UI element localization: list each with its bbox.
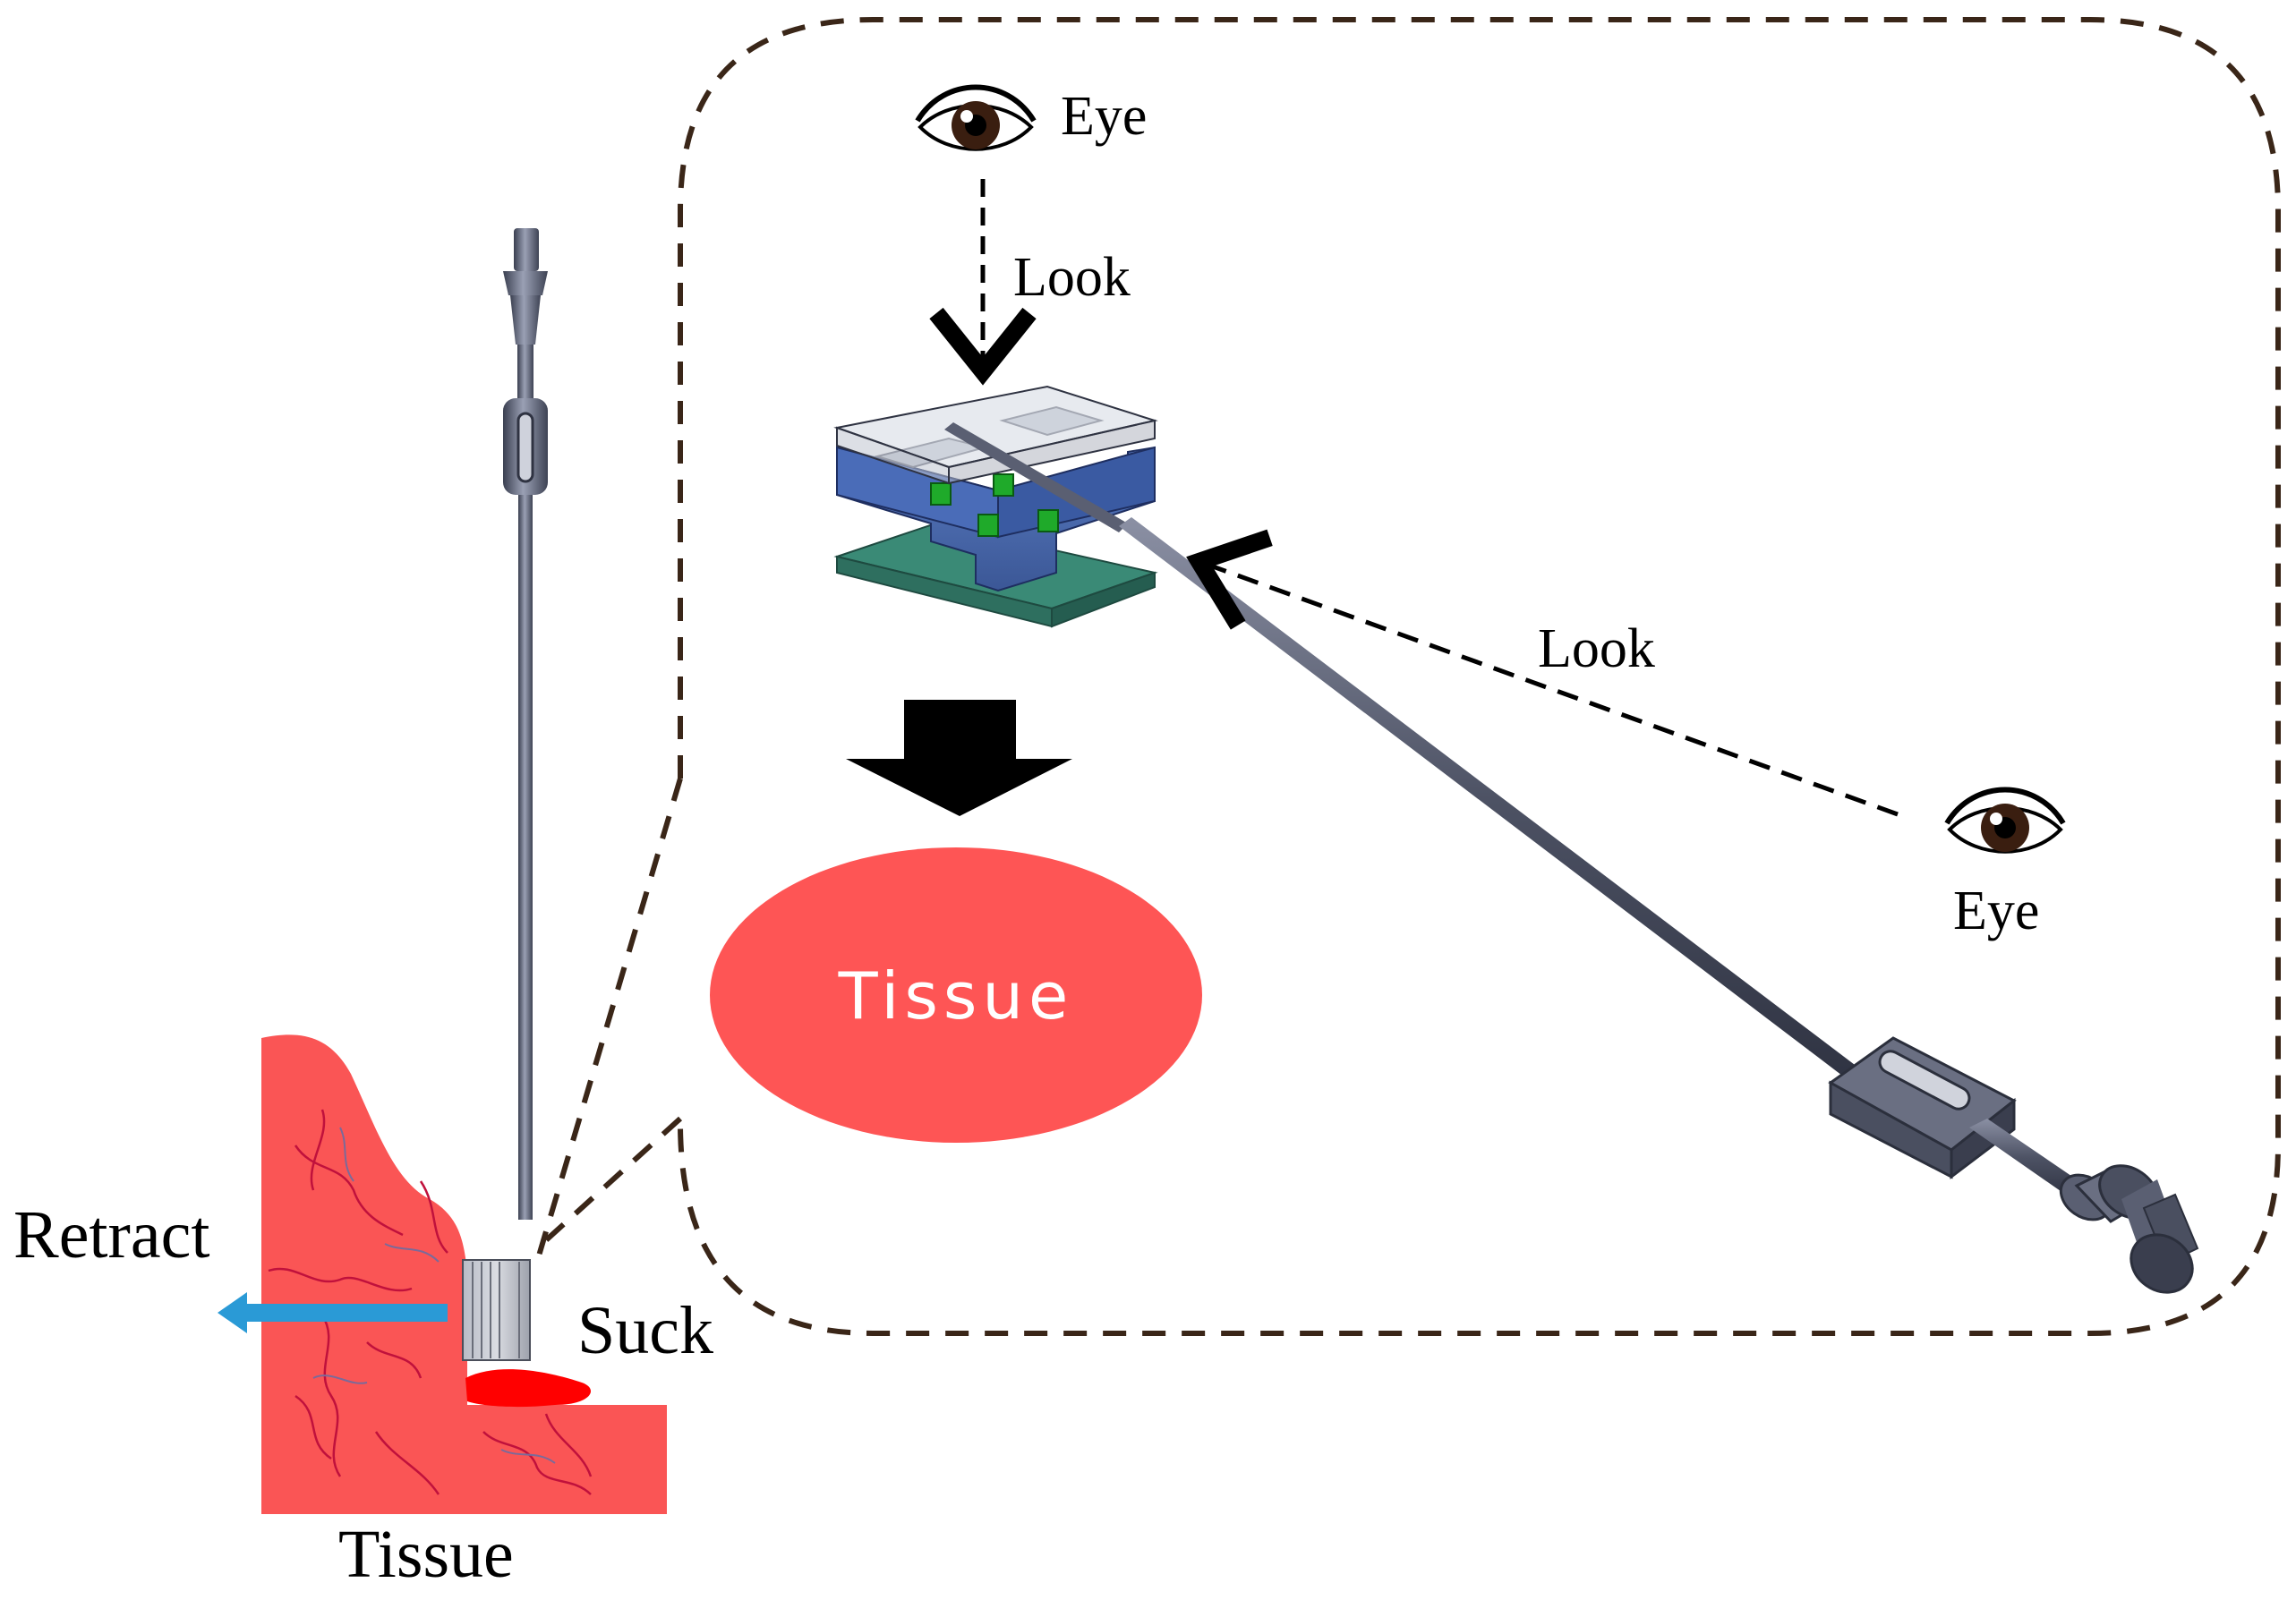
retract-arrow bbox=[218, 1292, 448, 1333]
suction-instrument-diagonal bbox=[1119, 517, 2199, 1294]
instrument-grip bbox=[1828, 1036, 2017, 1180]
look-top-label: Look bbox=[1013, 247, 1131, 308]
tissue-capillaries bbox=[312, 1127, 556, 1464]
eye-top-label: Eye bbox=[1061, 86, 1147, 147]
blood-pool bbox=[465, 1369, 591, 1408]
eye-icon bbox=[1944, 787, 2066, 854]
look-right-label: Look bbox=[1538, 618, 1655, 679]
eye-right-label: Eye bbox=[1953, 881, 2039, 941]
look-arrow-diagonal bbox=[1186, 529, 1899, 817]
suction-instrument-vertical bbox=[462, 228, 548, 1361]
suction-head bbox=[462, 1259, 531, 1361]
down-arrow bbox=[846, 700, 1072, 816]
suck-label: Suck bbox=[577, 1293, 713, 1368]
tissue-vessels bbox=[268, 1109, 593, 1495]
tissue-bottom-label: Tissue bbox=[338, 1517, 514, 1592]
callout-leader-upper bbox=[534, 778, 683, 1263]
tissue-oval-label: Tissue bbox=[838, 958, 1074, 1034]
instrument-connector bbox=[2059, 1164, 2199, 1294]
tissue-oval bbox=[710, 847, 1202, 1143]
eye-icon bbox=[915, 84, 1037, 151]
sensor-module bbox=[833, 385, 1158, 628]
callout-leader-lower bbox=[534, 1116, 683, 1251]
retract-label: Retract bbox=[13, 1197, 209, 1272]
dashed-callout-frame bbox=[534, 17, 2281, 1336]
